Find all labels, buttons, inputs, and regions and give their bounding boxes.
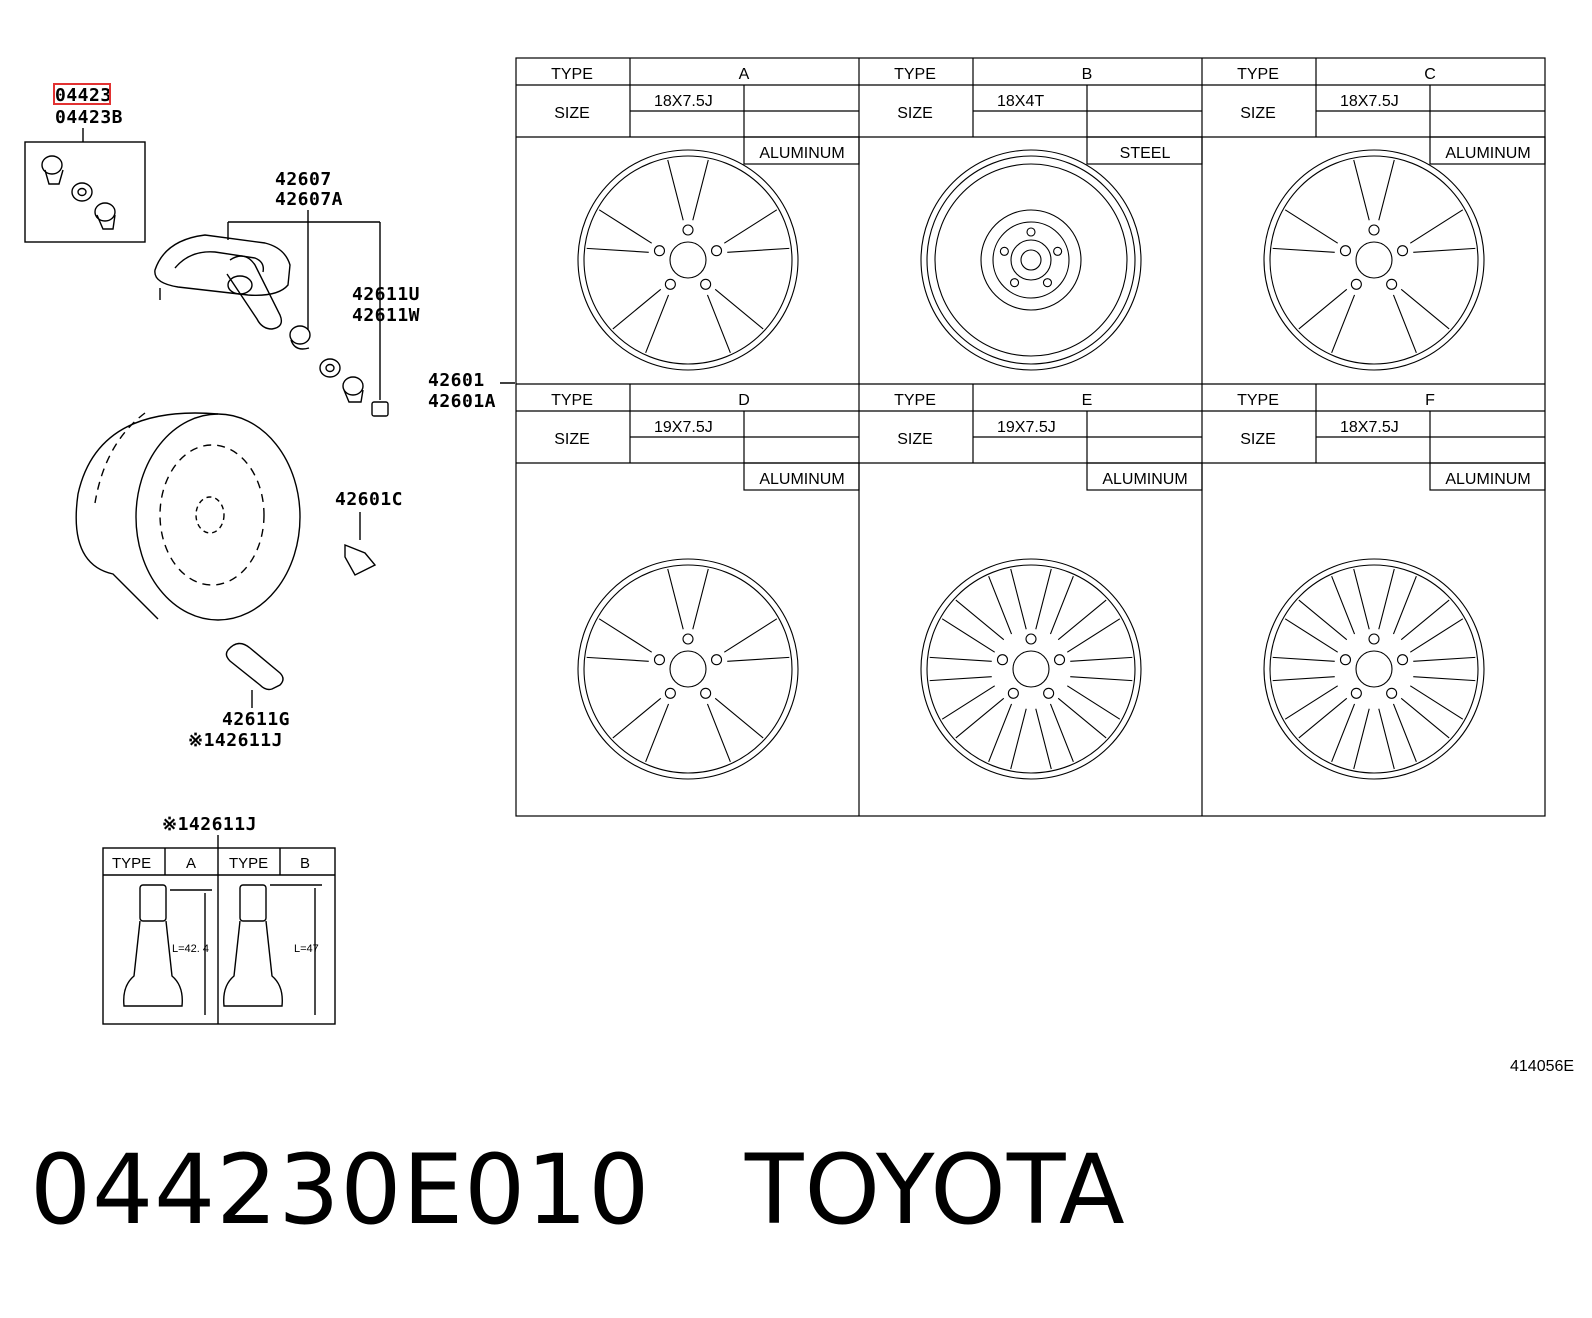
part-label-42601A[interactable]: 42601A — [428, 391, 497, 412]
washer-icon — [71, 182, 93, 202]
size-label-D: SIZE — [554, 431, 590, 448]
valve-b-length: L=47 — [294, 943, 319, 955]
part-label-04423[interactable]: 04423 — [53, 83, 112, 106]
type-value-C: C — [1424, 66, 1436, 83]
material-B: STEEL — [1120, 145, 1171, 162]
sensor-washer-icon — [319, 358, 341, 378]
footer-part-number: 044230E010 — [30, 1134, 651, 1246]
part-label-42611J[interactable]: ※142611J — [188, 730, 283, 751]
sensor-core-icon — [371, 401, 389, 417]
valve-table-b: B — [300, 855, 310, 872]
size-value-B: 18X4T — [997, 93, 1044, 110]
part-label-42607[interactable]: 42607 — [275, 169, 332, 190]
parts-drawing: TYPE A TYPE B L=42. 4 L=47 — [24, 128, 515, 1025]
size-label-E: SIZE — [897, 431, 933, 448]
footer-title: 044230E010 TOYOTA — [30, 1135, 1126, 1245]
type-value-A: A — [739, 66, 750, 83]
highlight-box — [53, 83, 111, 105]
type-label-E: TYPE — [894, 392, 936, 409]
part-label-42601[interactable]: 42601 — [428, 370, 485, 391]
size-value-A: 18X7.5J — [654, 93, 713, 110]
part-label-42601C[interactable]: 42601C — [335, 489, 404, 510]
footer-brand: TOYOTA — [744, 1134, 1126, 1246]
type-value-B: B — [1082, 66, 1093, 83]
size-value-D: 19X7.5J — [654, 419, 713, 436]
wheel-F-icon — [1263, 558, 1485, 780]
valve-cap-icon — [41, 155, 64, 185]
sensor-cap-icon — [289, 325, 311, 350]
size-label-C: SIZE — [1240, 105, 1276, 122]
diagram-ref: 414056E — [1510, 1058, 1575, 1075]
size-label-B: SIZE — [897, 105, 933, 122]
valve-table-type-a: TYPE — [112, 855, 151, 872]
size-value-C: 18X7.5J — [1340, 93, 1399, 110]
type-label-F: TYPE — [1237, 392, 1279, 409]
wheel-D-icon — [577, 558, 799, 780]
wheel-A-icon — [577, 149, 799, 371]
type-label-C: TYPE — [1237, 66, 1279, 83]
valve-table-a: A — [186, 855, 196, 872]
part-label-42611G[interactable]: 42611G — [222, 709, 291, 730]
valve-stem-icon — [225, 642, 284, 691]
lug-nut-icon — [344, 543, 377, 576]
size-label-F: SIZE — [1240, 431, 1276, 448]
valve-a-icon — [123, 884, 212, 1015]
wheel-table: TYPE A SIZE 18X7.5J ALUMINUM TYPE B SIZE 18X4T ST… — [515, 57, 1546, 817]
part-label-42607A[interactable]: 42607A — [275, 189, 344, 210]
size-value-F: 18X7.5J — [1340, 419, 1399, 436]
material-E: ALUMINUM — [1102, 471, 1187, 488]
material-A: ALUMINUM — [759, 145, 844, 162]
wheel-rim-icon — [75, 412, 301, 621]
part-label-42611U[interactable]: 42611U — [352, 284, 421, 305]
wheel-C-icon — [1263, 149, 1485, 371]
wheel-E-icon — [920, 558, 1142, 780]
material-C: ALUMINUM — [1445, 145, 1530, 162]
sensor-nut-icon — [342, 376, 364, 403]
type-label-D: TYPE — [551, 392, 593, 409]
part-label-42611W[interactable]: 42611W — [352, 305, 421, 326]
valve-a-length: L=42. 4 — [172, 943, 209, 955]
valve-table-type-b: TYPE — [229, 855, 268, 872]
type-value-E: E — [1082, 392, 1093, 409]
wheel-B-icon — [920, 149, 1142, 371]
valve-b-icon — [223, 884, 322, 1015]
tpms-sensor-icon — [154, 234, 291, 330]
part-label-42611J-table[interactable]: ※142611J — [162, 814, 257, 835]
type-label-A: TYPE — [551, 66, 593, 83]
type-value-F: F — [1425, 392, 1435, 409]
material-D: ALUMINUM — [759, 471, 844, 488]
type-value-D: D — [738, 392, 750, 409]
type-label-B: TYPE — [894, 66, 936, 83]
part-label-04423B[interactable]: 04423B — [55, 107, 124, 128]
material-F: ALUMINUM — [1445, 471, 1530, 488]
size-label-A: SIZE — [554, 105, 590, 122]
nut-icon — [94, 202, 116, 230]
size-value-E: 19X7.5J — [997, 419, 1056, 436]
